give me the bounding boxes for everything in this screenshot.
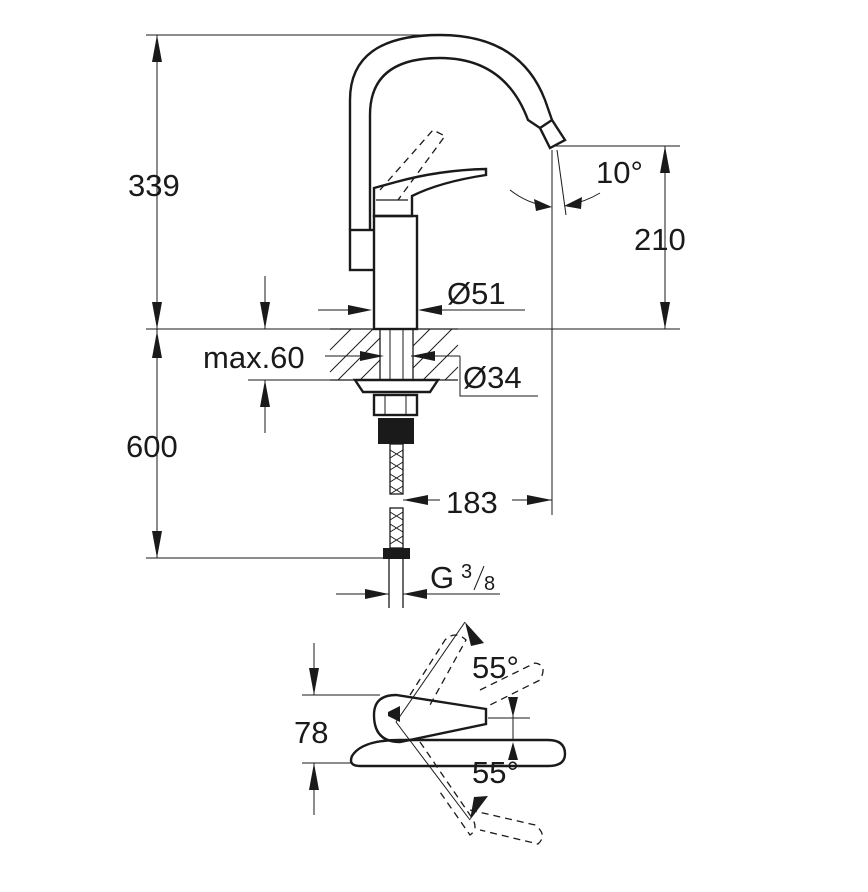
top-view: 55° 55°: [349, 621, 567, 845]
faucet-body: [348, 33, 567, 331]
dim-diameter-34: Ø34: [411, 351, 538, 397]
thread-numerator-label: 3: [461, 561, 472, 583]
swivel-upper-label: 55°: [472, 650, 519, 685]
dim-600: 600: [126, 329, 395, 559]
dim-10deg: 10°: [509, 149, 643, 305]
thread-g-label: G: [430, 560, 454, 595]
dim-diameter-34-label: Ø34: [463, 360, 522, 395]
dim-diameter-51: Ø51: [318, 276, 525, 315]
dim-339-label: 339: [128, 168, 180, 203]
dim-max-60: max.60: [203, 276, 384, 433]
dim-10deg-label: 10°: [596, 155, 643, 190]
dim-339: 339: [128, 34, 680, 330]
dim-210-label: 210: [634, 222, 686, 257]
dim-210: 210: [555, 145, 686, 329]
dim-183: 183: [403, 305, 553, 520]
dim-max-60-label: max.60: [203, 340, 305, 375]
dim-78-label: 78: [294, 715, 328, 750]
dim-78: 78: [294, 643, 380, 815]
dim-183-label: 183: [446, 485, 498, 520]
supply-hose: [383, 443, 410, 608]
thread-denominator-label: 8: [484, 573, 495, 595]
countertop-section: [329, 328, 459, 444]
dim-diameter-51-label: Ø51: [447, 276, 506, 311]
swivel-lower-label: 55°: [472, 755, 519, 790]
dim-thread-g38: G 3 8: [336, 560, 500, 599]
dim-600-label: 600: [126, 429, 178, 464]
